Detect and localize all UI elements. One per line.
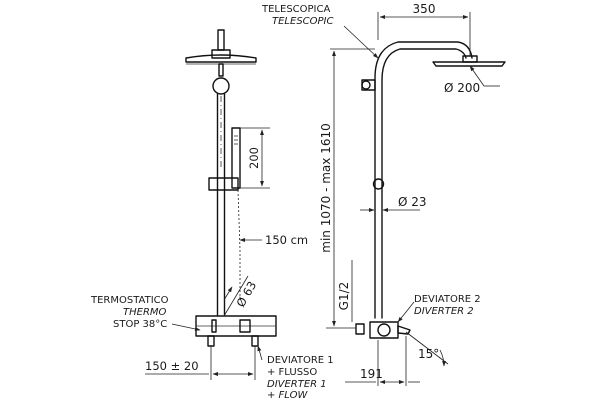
diverter1-leader bbox=[257, 345, 263, 361]
diverter1-label-line2: + FLUSSO bbox=[267, 367, 317, 378]
side-mixer-body bbox=[355, 321, 411, 339]
diverter2-label-line2: DIVERTER 2 bbox=[414, 306, 474, 317]
thermostat-leader bbox=[171, 323, 201, 331]
arm-length-label: 350 bbox=[413, 2, 436, 16]
thread-label: G1/2 bbox=[337, 282, 351, 311]
side-shower-head bbox=[432, 55, 506, 67]
diverter2-label-line1: DEVIATORE 2 bbox=[414, 294, 481, 305]
arm-length-dimension bbox=[377, 12, 471, 56]
angle-label: 15° bbox=[418, 347, 439, 361]
head-diameter-leader bbox=[469, 65, 485, 87]
depth-dimension bbox=[345, 336, 420, 386]
telescopic-leader bbox=[343, 25, 379, 59]
front-riser-rod bbox=[212, 63, 230, 316]
diverter1-label-line3: DIVERTER 1 bbox=[267, 379, 327, 390]
height-range-dimension bbox=[326, 48, 375, 329]
angle-ray bbox=[405, 331, 449, 365]
diverter2-leader bbox=[397, 301, 415, 323]
side-riser-and-arm bbox=[361, 41, 473, 319]
front-view: 200 150 cm Ø 63 150 ± 20 TERMOSTATICO TH… bbox=[90, 29, 334, 400]
side-view: 350 TELESCOPICA TELESCOPIC Ø 200 min 107… bbox=[261, 2, 506, 386]
front-shower-head bbox=[185, 29, 257, 65]
body-diameter-label: Ø 63 bbox=[233, 279, 259, 310]
front-thermostat-bar bbox=[195, 315, 277, 347]
head-diameter-label: Ø 200 bbox=[444, 81, 480, 95]
telescopic-label-en: TELESCOPIC bbox=[272, 16, 333, 27]
body-diameter-dimension bbox=[223, 275, 249, 317]
telescopic-label-it: TELESCOPICA bbox=[261, 4, 330, 15]
hose-length-label: 150 cm bbox=[265, 233, 308, 247]
handshower-height-label: 200 bbox=[247, 147, 261, 169]
spacing-label: 150 ± 20 bbox=[145, 359, 199, 373]
pipe-diameter-label: Ø 23 bbox=[398, 195, 427, 209]
thermostat-label-line3: STOP 38°C bbox=[113, 319, 167, 330]
thermostat-label-line2: THERMO bbox=[123, 307, 167, 318]
thermostat-label-line1: TERMOSTATICO bbox=[90, 295, 169, 306]
height-range-label: min 1070 - max 1610 bbox=[319, 123, 333, 252]
depth-label: 191 bbox=[360, 367, 383, 381]
spacing-dimension bbox=[145, 346, 256, 380]
handshower-height-dimension bbox=[240, 127, 270, 189]
diverter1-label-line1: DEVIATORE 1 bbox=[267, 355, 334, 366]
diverter1-label-line4: + FLOW bbox=[267, 390, 308, 400]
angle-arc bbox=[439, 349, 446, 367]
